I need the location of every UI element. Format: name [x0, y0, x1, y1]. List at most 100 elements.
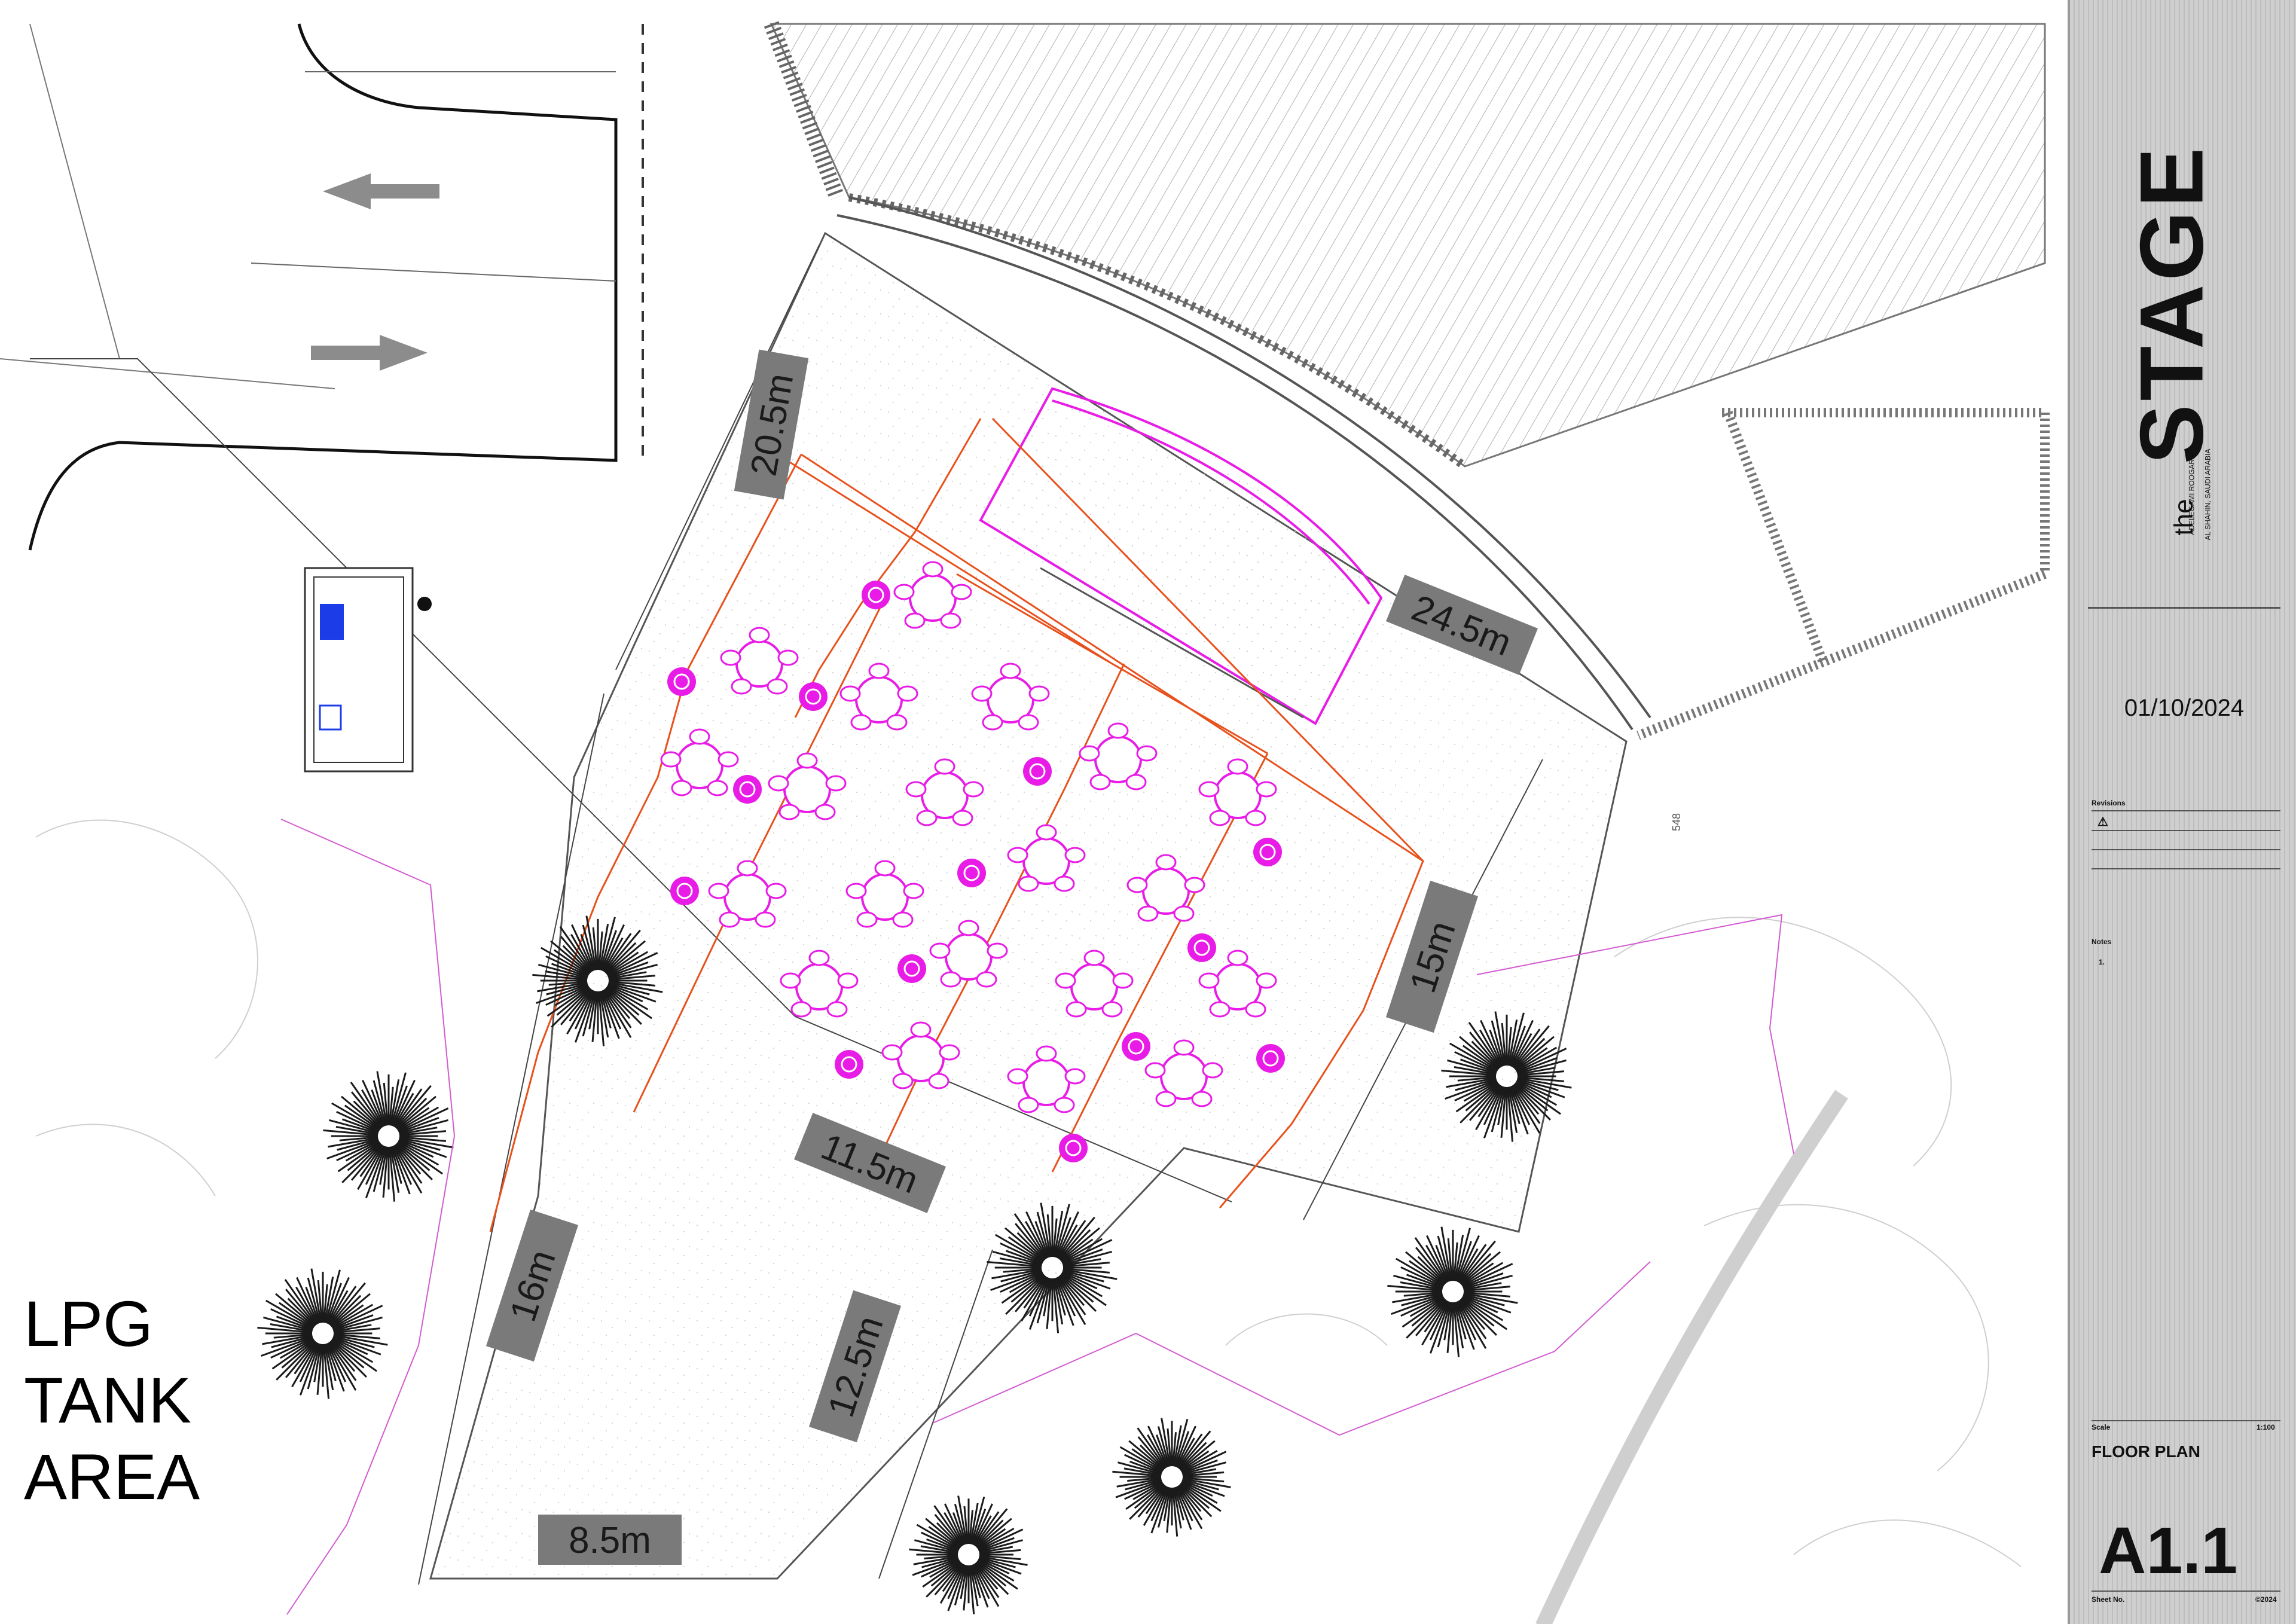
uplight-13: [1059, 1134, 1088, 1162]
uplight-3: [733, 775, 762, 804]
chair-4-4: [689, 728, 710, 745]
notes-item: 1.: [2099, 958, 2105, 966]
chair-1-1: [777, 649, 799, 666]
chair-19-1: [1202, 1062, 1223, 1079]
chair-7-3: [1125, 774, 1147, 790]
chair-12-3: [1173, 905, 1195, 922]
building-curved-wall: [836, 214, 1634, 731]
road-lane: [251, 71, 616, 282]
chair-16-1: [1256, 972, 1277, 989]
title-divider-1: [2088, 607, 2280, 609]
lpg-tank-area-label: LPG TANK AREA: [24, 1286, 200, 1515]
round-table-19: [1144, 1039, 1223, 1107]
path-walkway: [1535, 1089, 1848, 1624]
chair-18-1: [1064, 1068, 1086, 1085]
chair-10-1: [903, 883, 924, 899]
revision-warning-icon: ⚠: [2097, 816, 2108, 829]
small-dimension-text: 548: [1671, 813, 1683, 831]
chair-15-1: [1112, 972, 1134, 989]
chair-3-4: [1000, 663, 1021, 679]
table-group: [660, 561, 1277, 1113]
chair-0-3: [940, 612, 961, 629]
building-curved-wall-2: [848, 196, 1651, 719]
chair-4-3: [707, 780, 728, 796]
round-table-0: [893, 561, 972, 629]
round-table-8: [1198, 758, 1277, 826]
chair-11-1: [1064, 847, 1086, 863]
chair-14-3: [826, 1001, 848, 1018]
tree-5: [1387, 1226, 1518, 1357]
round-table-5: [768, 752, 847, 820]
scale-value: 1:100: [2257, 1423, 2275, 1431]
chair-16-4: [1227, 950, 1248, 966]
chair-16-2: [1209, 1001, 1231, 1018]
chair-5-3: [814, 804, 836, 820]
round-table-11: [1007, 824, 1086, 892]
dimension-text-6: 8.5m: [569, 1520, 651, 1561]
drawing-date: 01/10/2024: [2124, 695, 2245, 721]
chair-13-3: [976, 971, 997, 988]
chair-16-3: [1245, 1001, 1266, 1018]
uplight-7: [957, 859, 986, 887]
chair-6-0: [905, 781, 927, 798]
chair-7-0: [1079, 745, 1100, 762]
revisions-row-4: [2092, 868, 2280, 869]
chair-15-2: [1065, 1001, 1087, 1018]
chair-8-3: [1245, 810, 1266, 826]
lpg-label-line-1: LPG: [24, 1287, 154, 1360]
uplight-11: [1122, 1032, 1150, 1061]
dimension-label-6: 8.5m: [538, 1515, 682, 1565]
chair-18-4: [1036, 1045, 1057, 1062]
round-table-9: [708, 860, 787, 928]
tree-0: [532, 915, 663, 1046]
project-logo: STAGE the ADELEGAMI ROOGARD AL SHAHIN, S…: [2121, 144, 2255, 568]
chair-3-2: [982, 714, 1003, 731]
revisions-row-2: [2092, 830, 2280, 831]
arrow-left-icon: [323, 173, 439, 209]
chair-13-2: [940, 971, 961, 988]
chair-3-0: [971, 685, 993, 702]
uplight-0: [862, 581, 890, 609]
lighting-line-1: [489, 417, 1424, 1232]
lpg-label-line-3: AREA: [24, 1440, 200, 1513]
chair-6-4: [934, 758, 955, 775]
chair-18-2: [1018, 1097, 1039, 1113]
building-roof-edge: [848, 193, 1468, 470]
chair-9-2: [719, 911, 740, 928]
chair-17-2: [892, 1073, 914, 1089]
chair-9-3: [755, 911, 776, 928]
chair-12-4: [1155, 854, 1177, 871]
chair-0-2: [904, 612, 926, 629]
tree-4: [987, 1202, 1118, 1333]
round-table-12: [1126, 854, 1205, 922]
chair-2-2: [850, 714, 872, 731]
arrow-right-icon: [311, 335, 428, 371]
chair-4-2: [671, 780, 692, 796]
revisions-label: Revisions: [2092, 799, 2126, 807]
round-table-10: [845, 860, 924, 928]
chair-10-0: [845, 883, 867, 899]
lighting-line-5: [633, 597, 886, 1113]
chair-17-4: [910, 1021, 932, 1038]
chair-19-4: [1173, 1039, 1195, 1056]
road-curb: [28, 23, 618, 551]
notes-label: Notes: [2092, 938, 2112, 946]
chair-9-1: [765, 883, 787, 899]
chair-1-2: [731, 678, 752, 695]
chair-18-3: [1054, 1097, 1075, 1113]
tree-2: [257, 1268, 388, 1399]
uplight-12: [1256, 1044, 1285, 1073]
chair-19-0: [1144, 1062, 1166, 1079]
uplight-1: [667, 667, 696, 696]
round-table-7: [1079, 722, 1158, 790]
chair-14-2: [790, 1001, 812, 1018]
uplight-9: [1187, 933, 1216, 962]
logo-subtitle-2: AL SHAHIN, SAUDI ARABIA: [2203, 448, 2212, 541]
chair-5-4: [796, 752, 818, 769]
kitchen-unit: [304, 567, 432, 773]
chair-12-1: [1184, 877, 1205, 893]
round-table-18: [1007, 1045, 1086, 1113]
chair-9-4: [737, 860, 758, 877]
